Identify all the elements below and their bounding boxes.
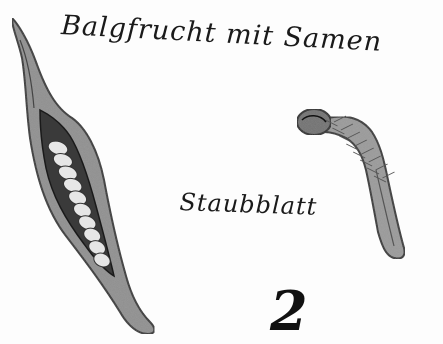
follicle-pod: [12, 18, 154, 334]
anther: [297, 109, 331, 135]
stamen: [297, 109, 405, 259]
plate-number: 2: [270, 284, 308, 338]
stamen-label: Staubblatt: [179, 188, 318, 221]
